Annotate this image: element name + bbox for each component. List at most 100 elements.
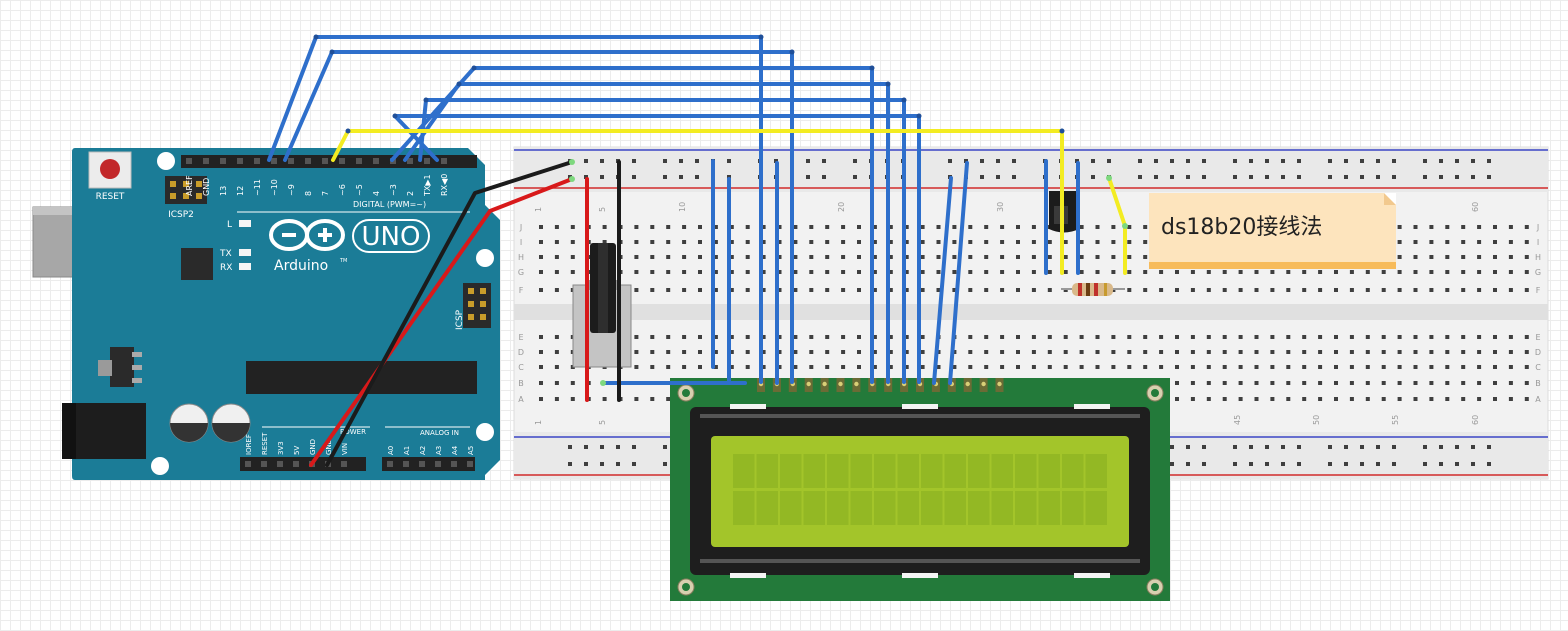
breadboard-hole [1000,335,1005,339]
mount-hole [476,423,494,441]
breadboard-hole [1461,288,1466,292]
breadboard-hole [745,240,750,244]
rail-hole [1202,462,1206,466]
wire-blue-pin4[interactable] [403,82,890,384]
rail-hole [616,462,620,466]
breadboard-hole [920,270,925,274]
rail-hole [1154,159,1158,163]
breadboard-hole [1461,270,1466,274]
wire-blue-jumper[interactable] [948,161,969,385]
breadboard-hole [761,240,766,244]
rail-hole [1487,462,1491,466]
breadboard-hole [1318,381,1323,385]
analog-pin-label: A0 [387,446,395,455]
wire-endpoint [1122,223,1128,229]
breadboard-hole [841,288,846,292]
row-letter-e-left: E [518,333,523,342]
led-rx [239,263,251,270]
rail-hole [1392,462,1396,466]
breadboard-hole [761,255,766,259]
header-pin [407,158,413,164]
lcd-1602-module [670,378,1170,601]
breadboard-hole [793,335,798,339]
breadboard-hole [920,350,925,354]
icsp-pin [480,288,486,294]
lcd-cell [1085,491,1107,525]
power-pin-label: GND [325,439,333,455]
breadboard-hole [1302,288,1307,292]
col-number-60-bottom: 60 [1471,415,1480,425]
breadboard-hole [1238,397,1243,401]
rail-hole [1170,175,1174,179]
breadboard-hole [952,225,957,229]
breadboard-hole [825,255,830,259]
breadboard-hole [1302,335,1307,339]
breadboard-hole [1349,365,1354,369]
breadboard-hole [713,365,718,369]
breadboard-hole [729,365,734,369]
breadboard-hole [1508,335,1513,339]
breadboard-hole [1016,350,1020,354]
breadboard-hole [857,365,861,369]
breadboard-hole [841,255,846,259]
lcd-pin-hole [822,381,827,387]
breadboard-hole [1095,255,1100,259]
breadboard-hole [1143,255,1148,259]
breadboard-hole [1190,350,1195,354]
wire-blue-pin2[interactable] [393,114,921,384]
rail-hole [1249,159,1253,163]
wire-blue-jumper[interactable] [932,176,953,385]
rail-hole [568,445,572,449]
lcd-cell [1015,454,1037,488]
lcd-cell [1038,491,1060,525]
col-number-20-top: 20 [837,202,846,212]
breadboard-hole [1413,350,1418,354]
rail-hole [1471,462,1475,466]
rail-hole [1439,159,1443,163]
breadboard-hole [713,350,718,354]
rail-hole [1328,462,1332,466]
lcd-character-cells [733,454,1107,525]
rail-hole [1170,445,1174,449]
breadboard-hole [793,270,798,274]
wire-endpoint [569,176,575,182]
breadboard-hole [904,225,909,229]
wire-blue-pin11[interactable] [283,50,794,384]
wire-bend [885,81,891,87]
breadboard-hole [634,270,639,274]
arduino-brand: Arduino [274,258,328,274]
breadboard-hole [1493,365,1497,369]
potentiometer[interactable] [572,243,632,368]
breadboard-hole [539,397,543,401]
breadboard-hole [1365,270,1370,274]
wire-black-gnd[interactable] [325,160,574,467]
breadboard-hole [1031,225,1036,229]
breadboard-hole [1206,288,1211,292]
header-pin [435,461,441,467]
lcd-cell [803,491,825,525]
wire-red-5v[interactable] [309,177,574,467]
wire-yellow-pin8[interactable] [331,129,1064,275]
breadboard-hole [920,255,925,259]
reset-button-cap[interactable] [100,159,120,179]
reset-label: RESET [96,192,125,202]
digital-pin-label: TX▶1 [423,174,432,197]
rail-hole [1233,175,1237,179]
breadboard-hole [1461,365,1466,369]
rail-hole [632,462,636,466]
breadboard-hole [602,225,607,229]
breadboard-hole [1175,350,1179,354]
breadboard-hole [1127,255,1132,259]
breadboard-hole [554,288,559,292]
note-fold [1384,193,1396,205]
wire-blue-pin12[interactable] [267,35,763,384]
breadboard-hole [570,397,575,401]
breadboard-hole [634,335,639,339]
breadboard-hole [1413,255,1418,259]
breadboard-hole [1493,240,1497,244]
breadboard-hole [729,225,734,229]
rail-hole [1202,175,1206,179]
rail-hole [1344,462,1348,466]
digital-pin-label: ~6 [338,184,347,196]
rail-hole [1138,175,1142,179]
